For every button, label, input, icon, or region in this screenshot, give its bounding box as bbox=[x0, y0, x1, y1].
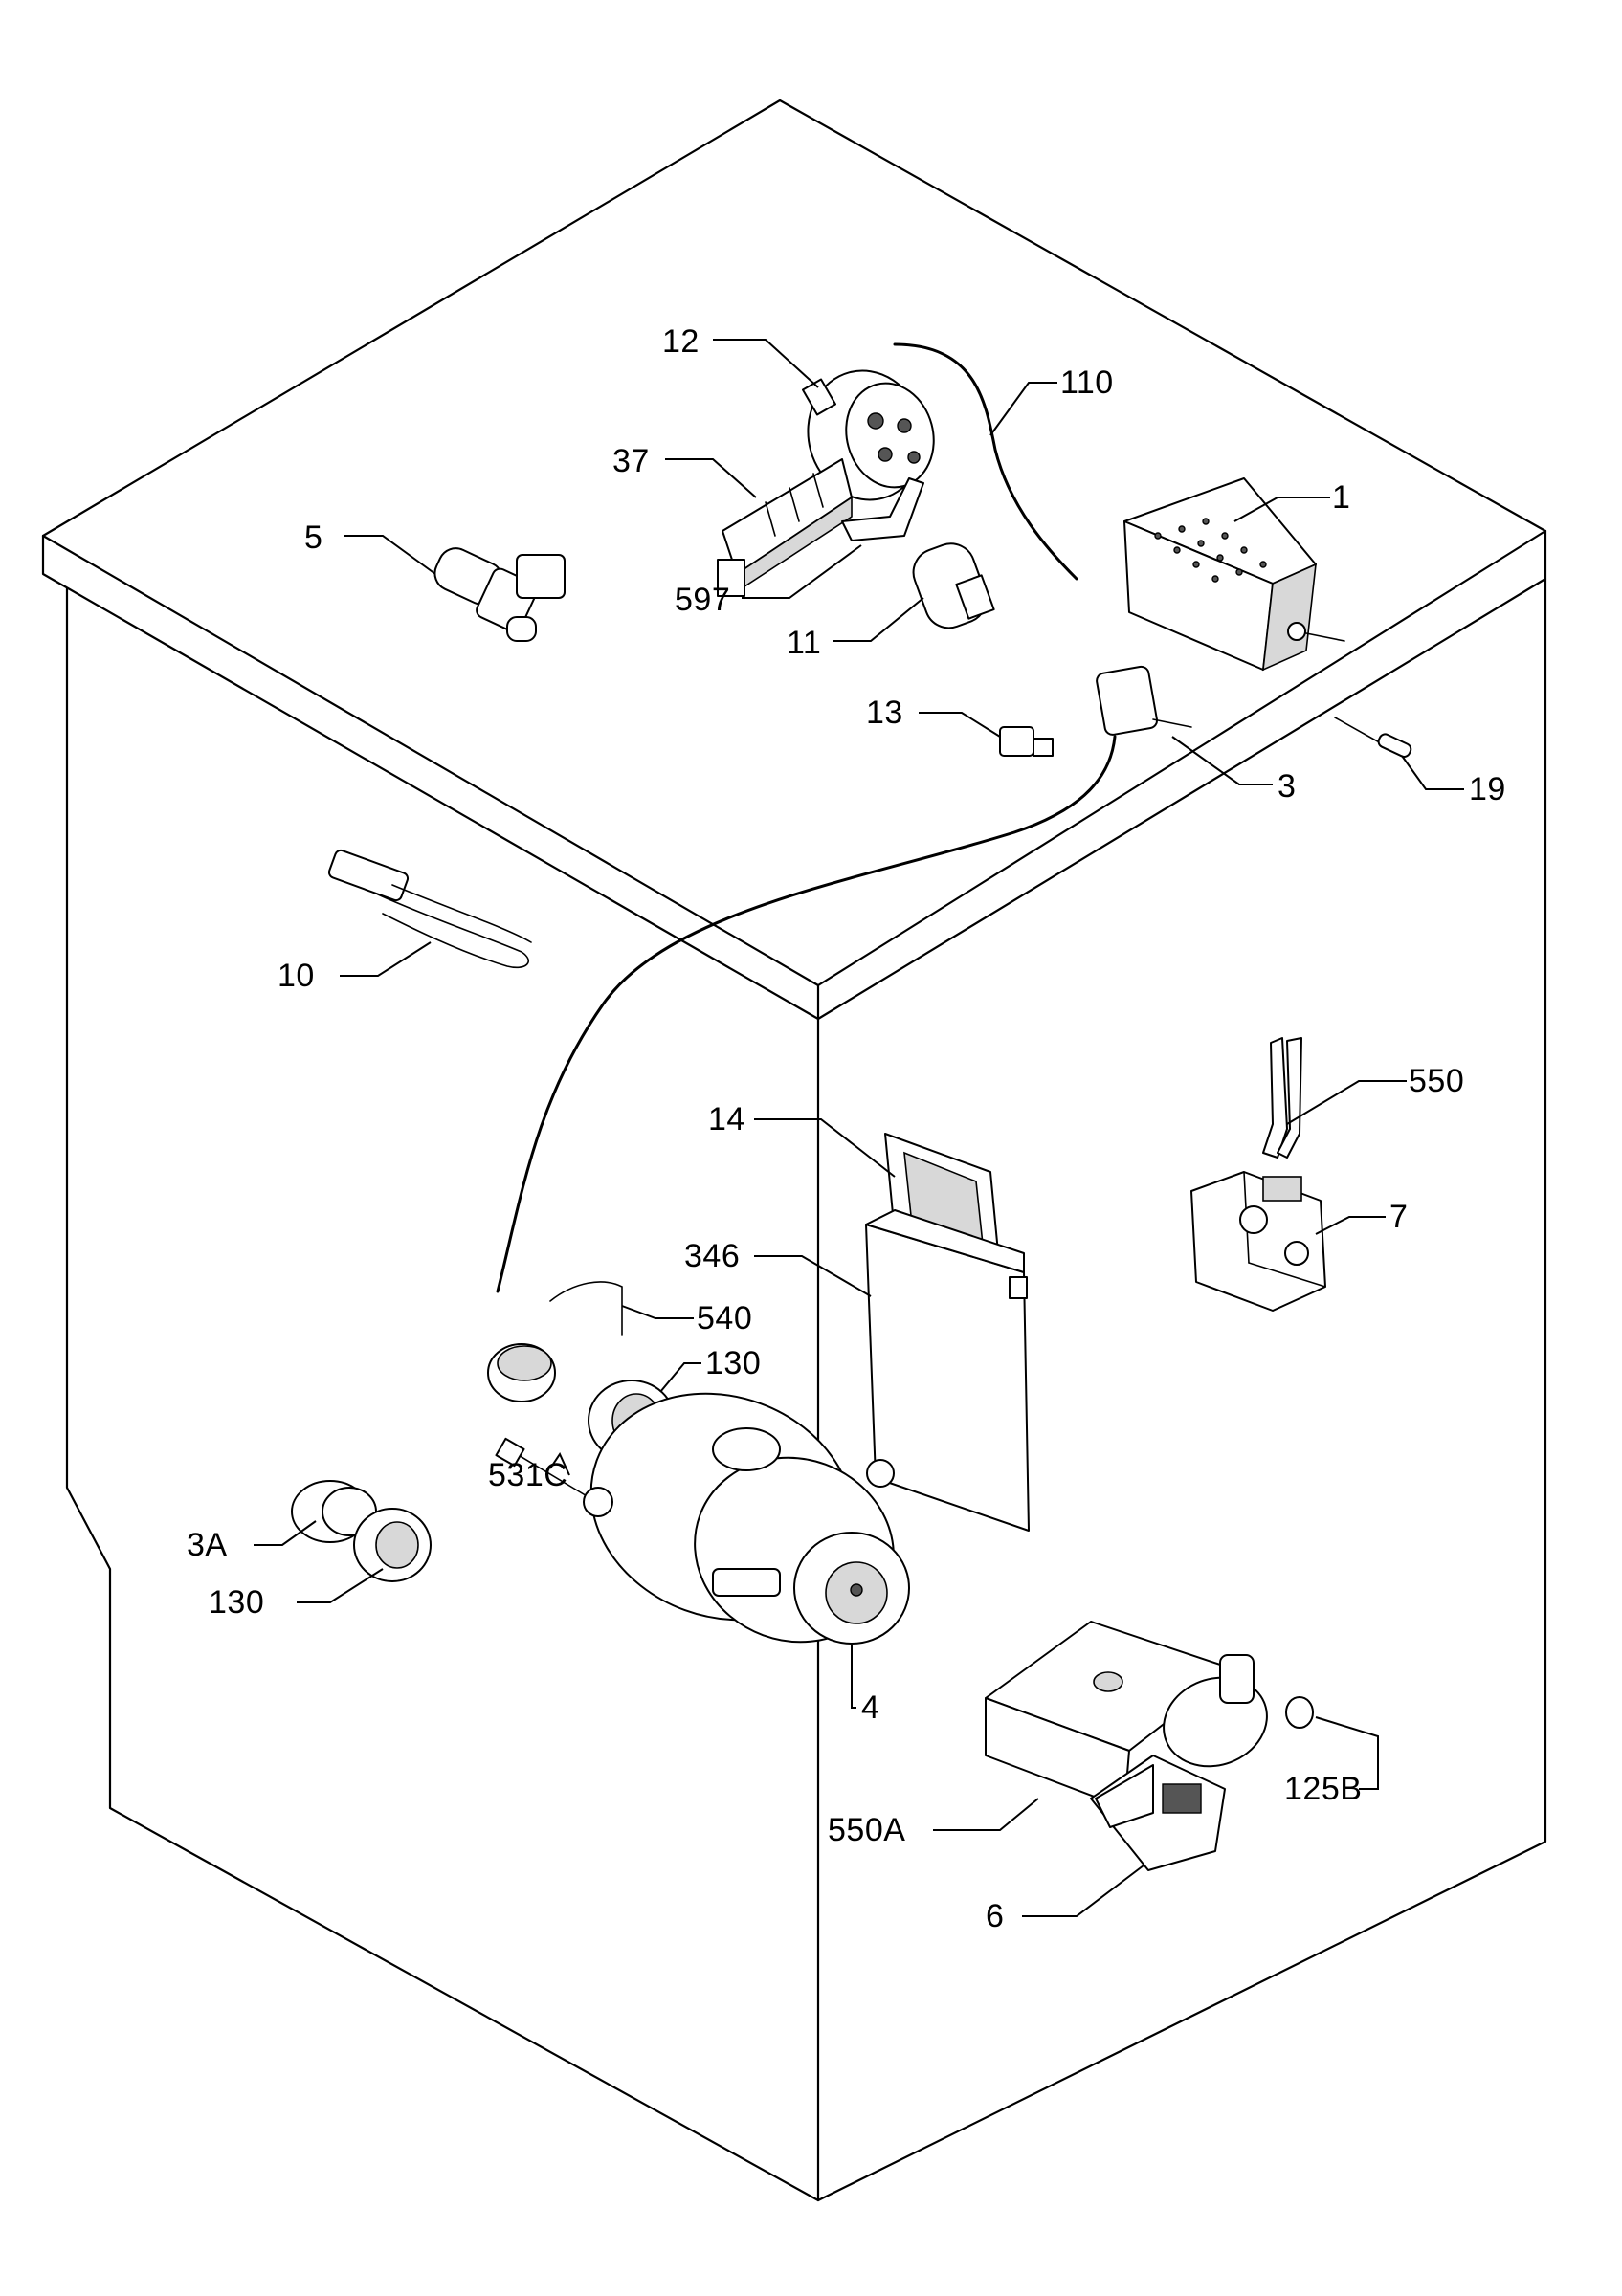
label-part-6: 6 bbox=[986, 1898, 1005, 1934]
label-part-531c: 531C bbox=[488, 1457, 568, 1493]
screw-part bbox=[495, 1437, 589, 1498]
label-part-14: 14 bbox=[708, 1101, 745, 1137]
label-part-1: 1 bbox=[1332, 479, 1351, 516]
spring-clip-part bbox=[549, 1281, 623, 1336]
drain-pump-part bbox=[1090, 1654, 1268, 1871]
label-part-12: 12 bbox=[662, 323, 700, 360]
capacitor-part bbox=[912, 542, 995, 629]
label-part-130-upper: 130 bbox=[705, 1345, 762, 1381]
label-part-346: 346 bbox=[684, 1238, 741, 1274]
label-part-11: 11 bbox=[787, 625, 822, 661]
pressure-switch-part bbox=[1190, 1171, 1326, 1312]
seal-ring-part bbox=[1285, 1696, 1314, 1729]
label-part-4: 4 bbox=[861, 1689, 880, 1726]
label-part-3a: 3A bbox=[187, 1527, 228, 1563]
bearing-bush-lower-part bbox=[353, 1508, 432, 1582]
leader-lines bbox=[254, 339, 1464, 1917]
heating-element-part bbox=[327, 849, 532, 969]
motor-part bbox=[583, 1392, 910, 1645]
label-part-10: 10 bbox=[278, 958, 315, 994]
label-part-550a: 550A bbox=[828, 1812, 906, 1848]
solenoid-valve-part bbox=[433, 547, 566, 642]
label-part-130-lower: 130 bbox=[209, 1584, 265, 1621]
control-module-part bbox=[1123, 477, 1345, 672]
label-part-110: 110 bbox=[1060, 364, 1114, 401]
dispenser-housing-part bbox=[865, 1209, 1030, 1532]
connector-part bbox=[999, 726, 1054, 757]
label-part-7: 7 bbox=[1389, 1199, 1409, 1235]
label-part-540: 540 bbox=[697, 1300, 753, 1336]
hose-part bbox=[893, 342, 1078, 581]
wiring-harness-part bbox=[1262, 1037, 1302, 1159]
label-part-19: 19 bbox=[1469, 771, 1506, 807]
label-part-550: 550 bbox=[1409, 1063, 1465, 1099]
label-part-597: 597 bbox=[675, 582, 731, 618]
sensor-probe-part bbox=[1334, 717, 1412, 758]
cabinet-outline bbox=[41, 99, 1547, 2202]
label-part-13: 13 bbox=[866, 695, 903, 731]
terminal-block-part bbox=[717, 458, 853, 597]
bracket-part bbox=[841, 477, 924, 541]
label-part-3: 3 bbox=[1278, 768, 1297, 805]
label-part-37: 37 bbox=[612, 443, 650, 479]
label-part-125b: 125B bbox=[1284, 1771, 1363, 1807]
label-part-5: 5 bbox=[304, 519, 323, 556]
cable-grommet-part bbox=[487, 1343, 556, 1402]
door-interlock-part bbox=[496, 665, 1192, 1293]
